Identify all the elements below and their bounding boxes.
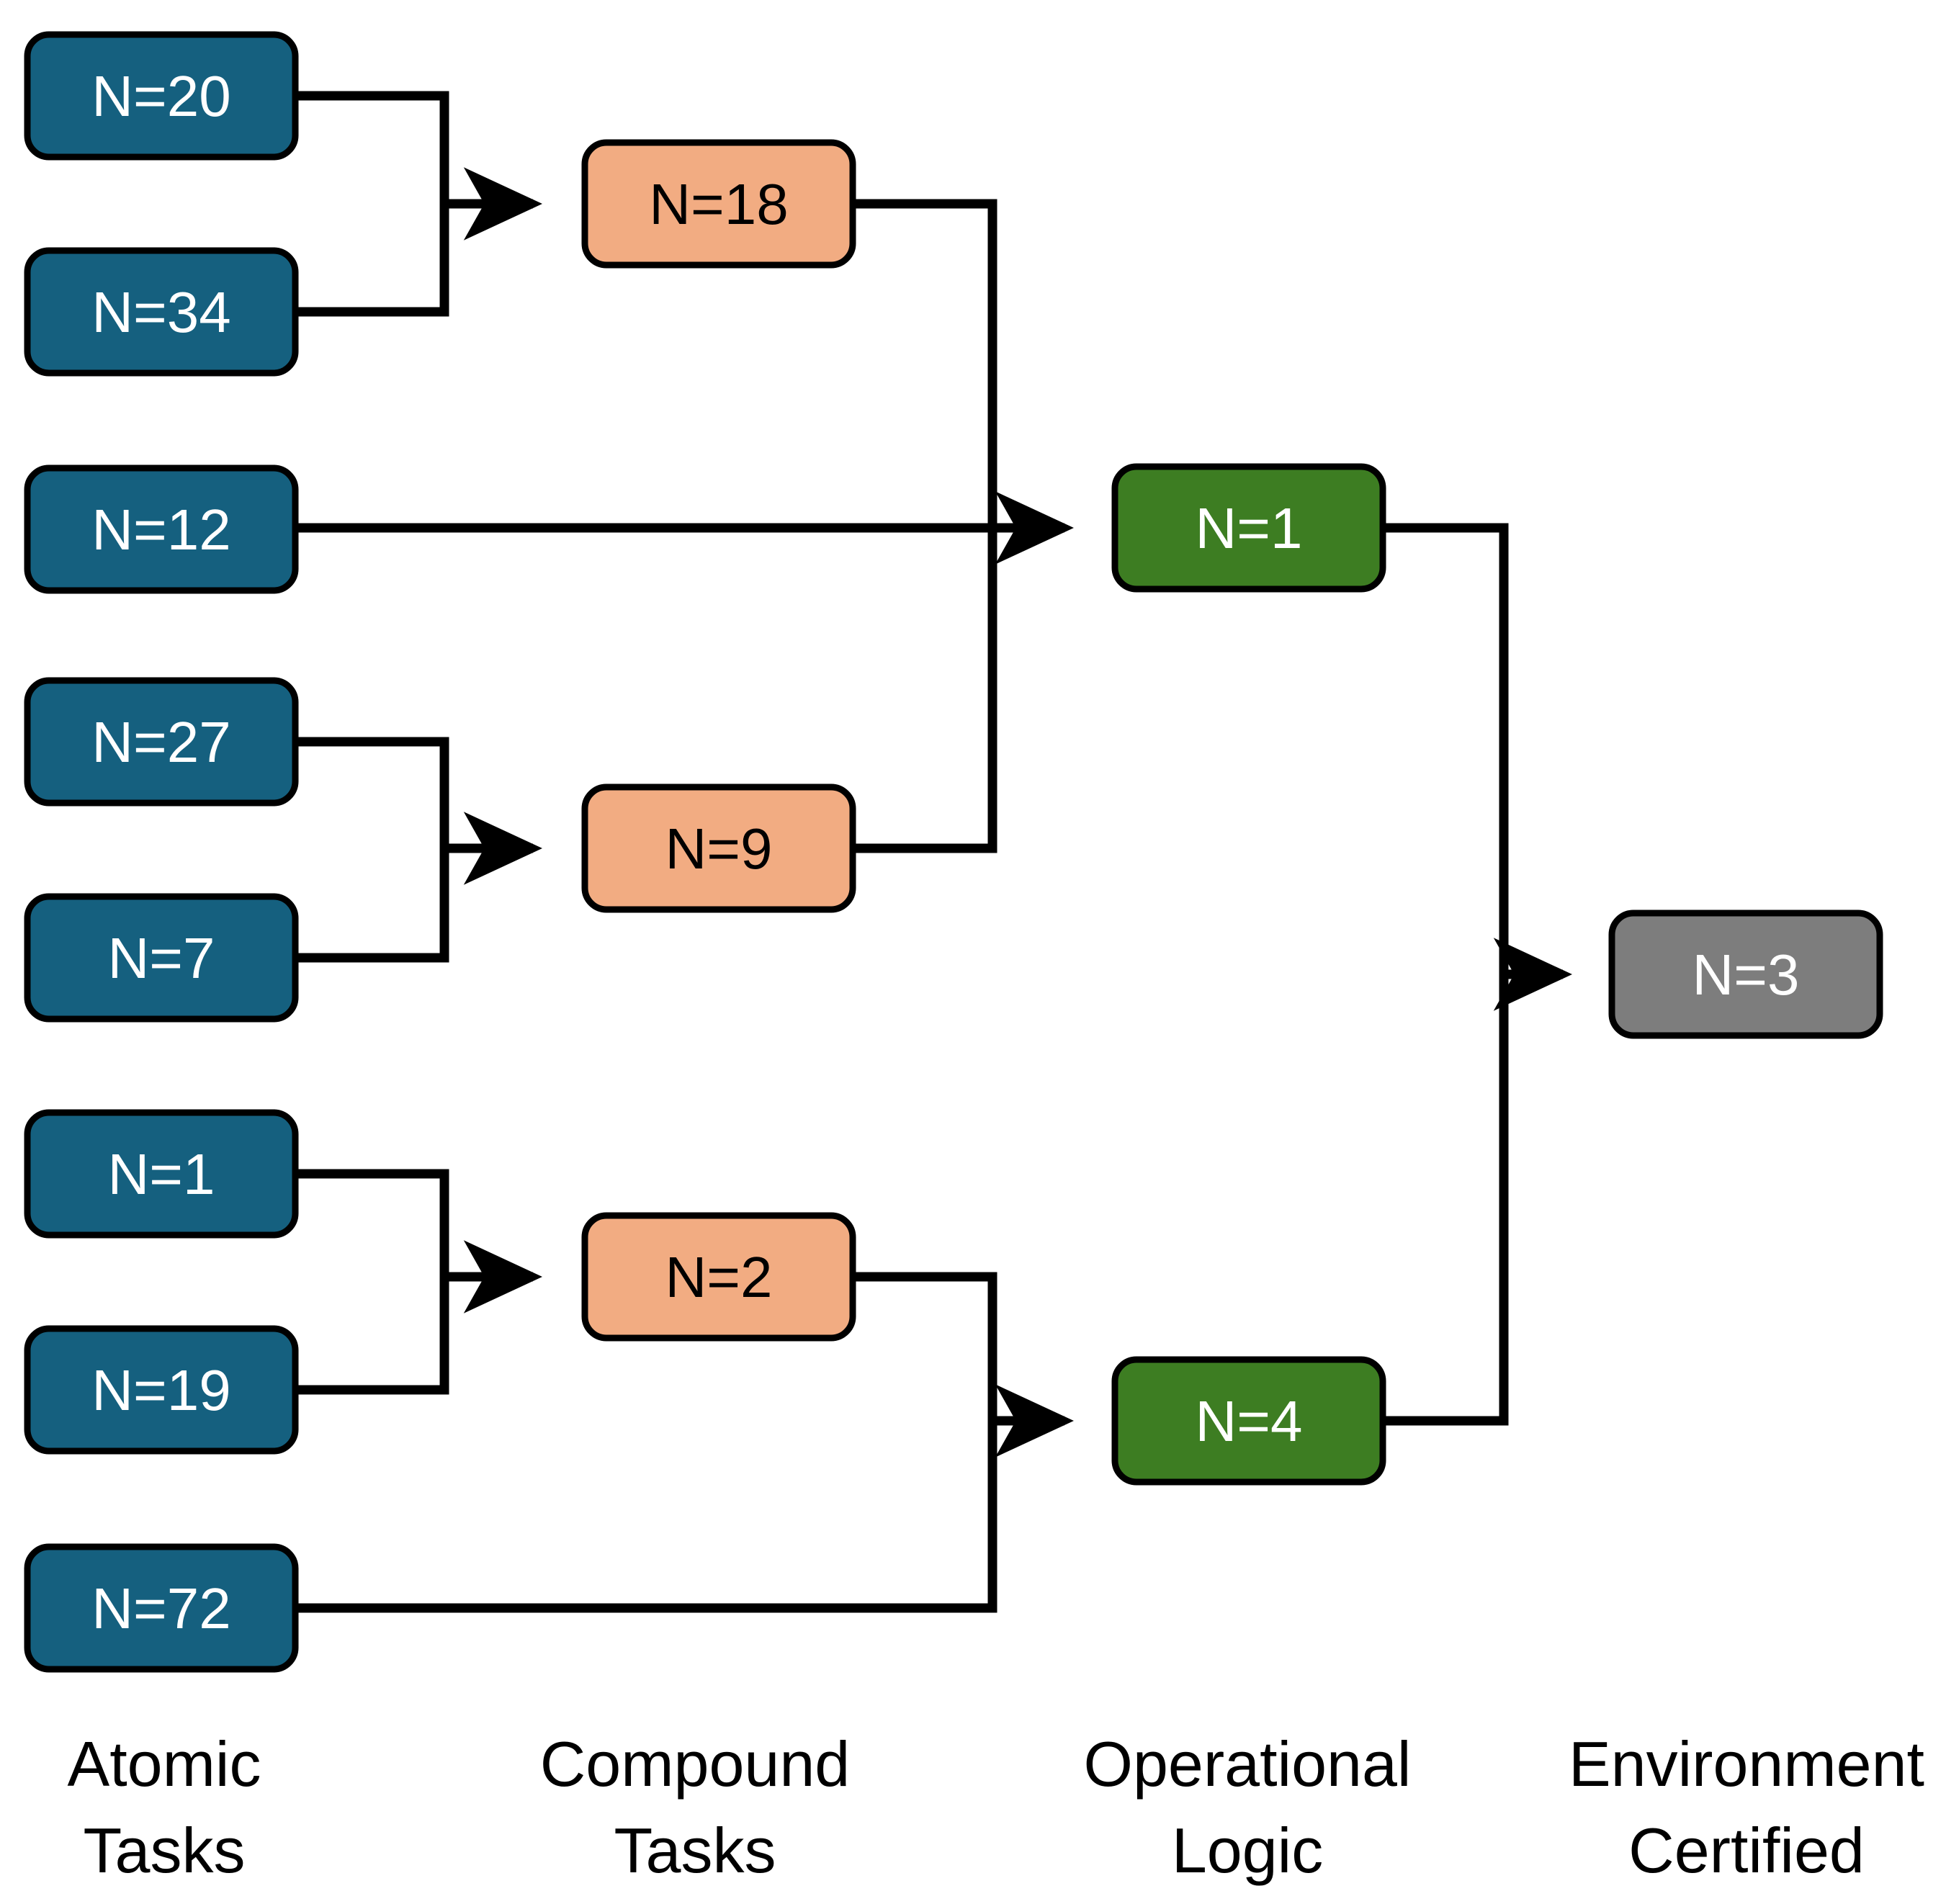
- node-o1-label: N=1: [1196, 496, 1303, 560]
- node-a19[interactable]: N=19: [24, 1325, 299, 1455]
- node-c2-label: N=2: [665, 1245, 773, 1309]
- column-label-atomic: Atomic Tasks: [68, 1728, 261, 1886]
- node-c2[interactable]: N=2: [581, 1212, 856, 1342]
- node-o4[interactable]: N=4: [1111, 1356, 1386, 1486]
- node-o4-label: N=4: [1196, 1389, 1303, 1453]
- node-layer: N=20 N=34 N=12 N=27 N=7 N=1: [24, 31, 1883, 1673]
- edge-a34-riser: [295, 204, 449, 317]
- edge-a27-a7-to-c9: [295, 737, 543, 885]
- node-a34[interactable]: N=34: [24, 247, 299, 377]
- node-a12[interactable]: N=12: [24, 464, 299, 594]
- node-a12-label: N=12: [91, 498, 230, 562]
- node-e3-label: N=3: [1692, 943, 1800, 1007]
- column-label-environment-line2: Certified: [1628, 1815, 1865, 1886]
- column-label-operational: Operational Logic: [1084, 1728, 1412, 1886]
- node-a20[interactable]: N=20: [24, 31, 299, 161]
- node-a20-label: N=20: [91, 64, 230, 128]
- edge-c9-trunk: [853, 528, 997, 853]
- column-label-operational-line1: Operational: [1084, 1728, 1412, 1800]
- node-a7-label: N=7: [108, 926, 215, 990]
- column-label-atomic-line1: Atomic: [68, 1728, 261, 1800]
- node-a72-label: N=72: [91, 1576, 230, 1640]
- node-c18-label: N=18: [649, 172, 788, 236]
- edge-a72-trunk: [295, 1421, 997, 1613]
- column-label-environment-line1: Environment: [1569, 1728, 1924, 1800]
- column-label-layer: Atomic Tasks Compound Tasks Operational …: [68, 1728, 1924, 1886]
- edge-a1-a19-to-c2: [295, 1169, 543, 1314]
- node-a19-label: N=19: [91, 1358, 230, 1422]
- edge-o1-trunk: [1383, 523, 1573, 1011]
- node-o1[interactable]: N=1: [1111, 463, 1386, 593]
- node-a34-label: N=34: [91, 280, 230, 344]
- connector-layer: [295, 91, 1573, 1613]
- node-c18[interactable]: N=18: [581, 139, 856, 269]
- edge-a20-a34-to-c18: [295, 91, 543, 241]
- node-c9[interactable]: N=9: [581, 783, 856, 913]
- edge-a19-riser: [295, 1277, 449, 1395]
- edge-c2-trunk: [853, 1272, 1075, 1458]
- column-label-compound-line1: Compound: [540, 1728, 851, 1800]
- node-c9-label: N=9: [665, 817, 773, 881]
- column-label-compound: Compound Tasks: [540, 1728, 851, 1886]
- column-label-operational-line2: Logic: [1172, 1815, 1323, 1886]
- node-a72[interactable]: N=72: [24, 1543, 299, 1673]
- edge-c18-trunk: [853, 199, 997, 528]
- node-a1-label: N=1: [108, 1142, 215, 1206]
- edge-o4-trunk: [1383, 974, 1509, 1426]
- column-label-atomic-line2: Tasks: [84, 1815, 246, 1886]
- node-a27-label: N=27: [91, 710, 230, 774]
- column-label-compound-line2: Tasks: [614, 1815, 776, 1886]
- node-a7[interactable]: N=7: [24, 893, 299, 1023]
- node-a27[interactable]: N=27: [24, 677, 299, 807]
- edge-a7-riser: [295, 848, 449, 963]
- column-label-environment: Environment Certified: [1569, 1728, 1924, 1886]
- node-a1[interactable]: N=1: [24, 1109, 299, 1239]
- node-e3[interactable]: N=3: [1608, 910, 1883, 1039]
